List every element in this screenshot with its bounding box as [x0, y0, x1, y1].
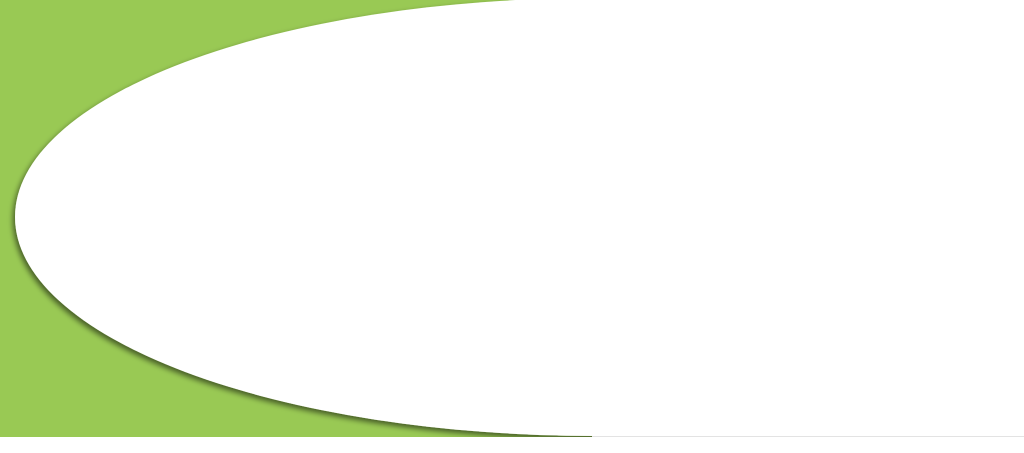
bottom-strip	[0, 437, 1024, 453]
white-right-panel	[595, 0, 1024, 437]
curved-banner-graphic	[0, 0, 1024, 437]
green-backdrop	[0, 0, 1024, 437]
divider-line	[592, 436, 1024, 437]
